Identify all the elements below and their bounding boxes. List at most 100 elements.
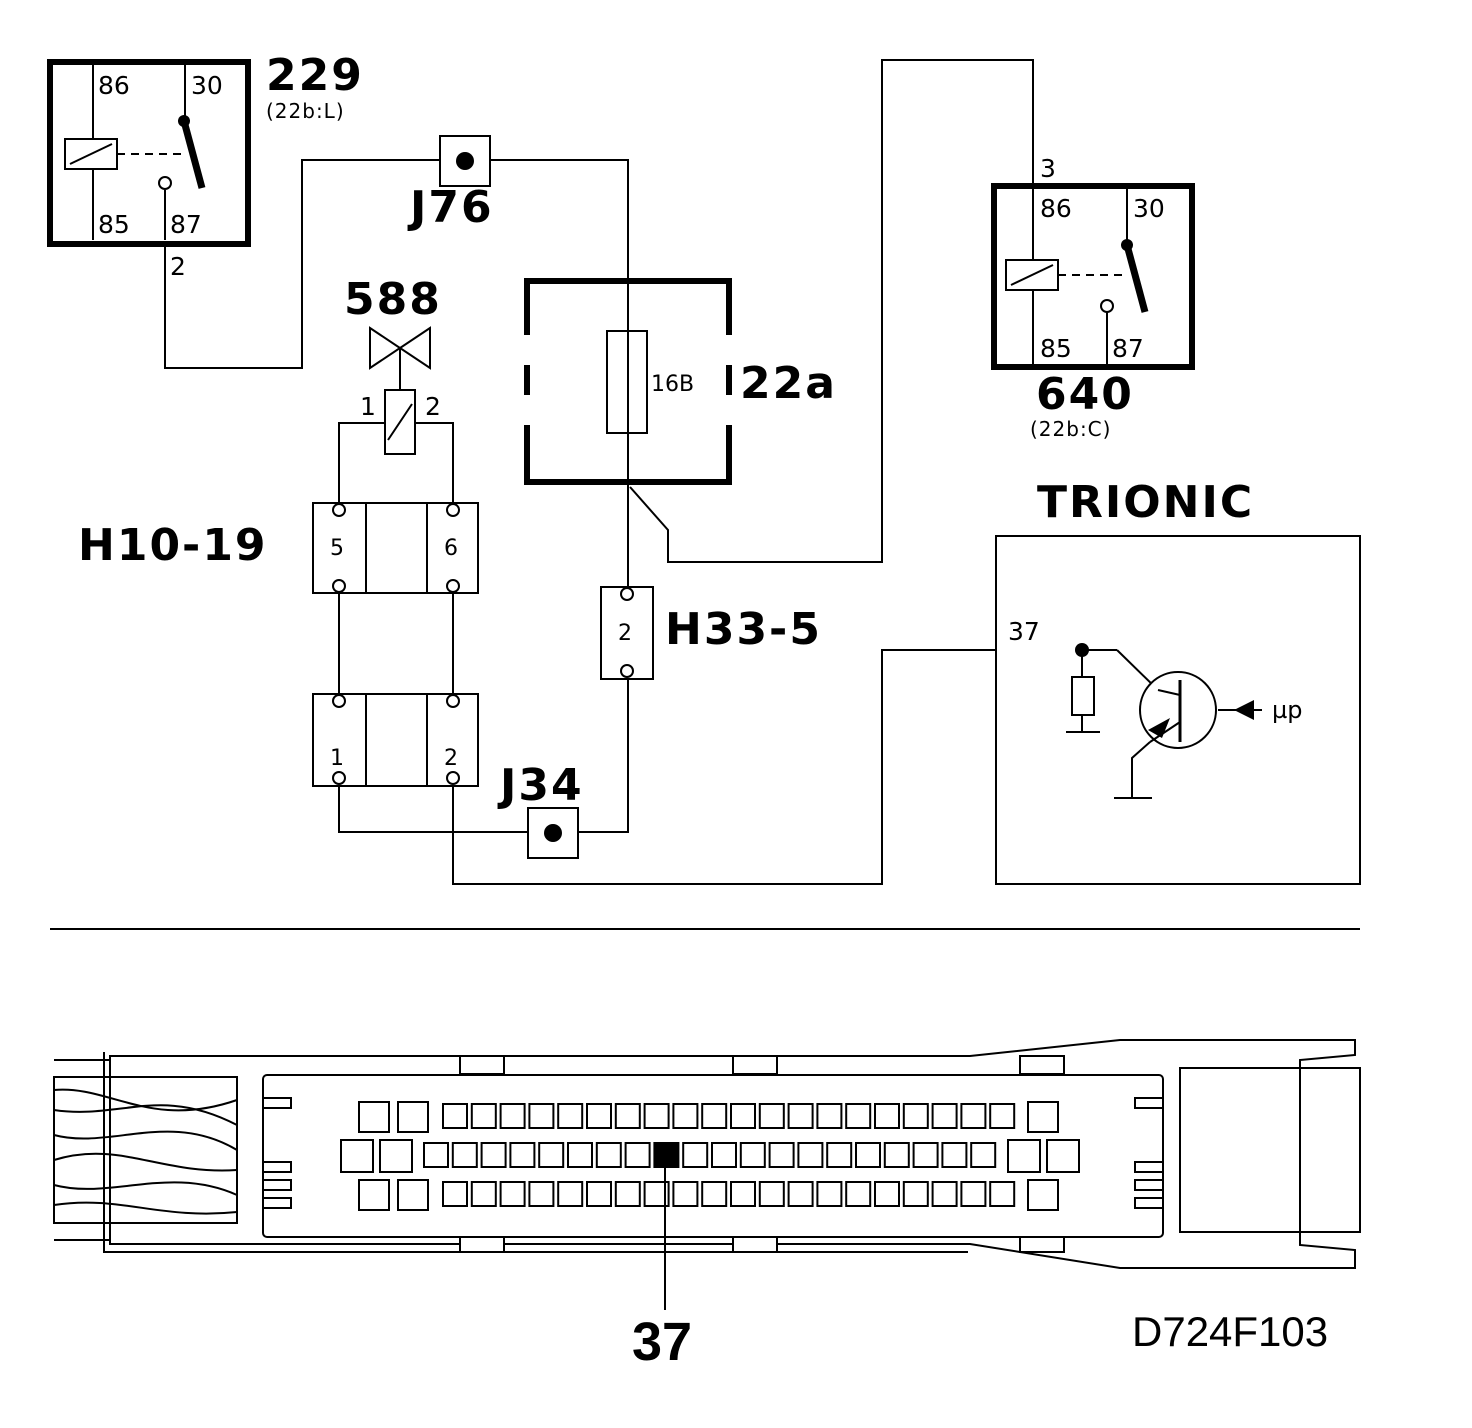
connector-pin: [768, 1142, 795, 1168]
relay-229-pin-87: 87: [170, 210, 202, 239]
connector-pin: [931, 1103, 958, 1129]
connector-pin: [538, 1142, 565, 1168]
ecu-box: [995, 535, 1361, 885]
relay-640-pin-87: 87: [1112, 334, 1144, 363]
relay-229-label: 229: [266, 50, 364, 101]
relay-640-label: 640: [1036, 369, 1134, 420]
connector-pin: [816, 1181, 843, 1207]
connector-pin: [624, 1142, 651, 1168]
junction-j34-label: J34: [497, 760, 584, 811]
connector-pin-large: [1027, 1101, 1059, 1133]
connector-pin: [567, 1142, 593, 1168]
connector-pin: [442, 1103, 468, 1129]
connector-h10-bottom: [312, 693, 479, 787]
connector-pin: [845, 1181, 872, 1207]
connector-pin: [682, 1142, 709, 1168]
relay-229-wire-pin: 2: [170, 252, 186, 281]
connector-pin: [557, 1103, 584, 1129]
connector-pin: [758, 1181, 785, 1207]
connector-pin-large: [1007, 1139, 1041, 1173]
connector-pin: [960, 1181, 987, 1207]
junction-j34: [527, 807, 579, 859]
connector-pin: [595, 1142, 622, 1168]
connector-pin: [701, 1181, 728, 1207]
connector-pin: [643, 1103, 670, 1129]
connector-pin: [931, 1181, 958, 1207]
connector-pin: [557, 1181, 584, 1207]
connector-pin: [758, 1103, 785, 1129]
connector-pin: [912, 1142, 939, 1168]
relay-640-pin-85: 85: [1040, 334, 1072, 363]
document-code: D724F103: [1132, 1308, 1328, 1355]
connector-pin: [586, 1103, 612, 1129]
connector-pin: [874, 1103, 900, 1129]
connector-pin: [941, 1142, 968, 1168]
connector-pin: [701, 1103, 728, 1129]
connector-pin: [442, 1181, 468, 1207]
connector-pin: [960, 1103, 987, 1129]
relay-229-pin-30: 30: [191, 71, 223, 100]
connector-pin: [451, 1142, 478, 1168]
connector-pin-large: [1046, 1139, 1080, 1173]
ecu-input-label: µp: [1272, 696, 1303, 724]
relay-229-ref: (22b:L): [266, 99, 345, 123]
fuse-box-22a: [524, 278, 732, 485]
connector-pin: [855, 1142, 881, 1168]
connector-pin: [730, 1181, 756, 1207]
connector-pin: [480, 1142, 507, 1168]
connector-pin: [672, 1181, 699, 1207]
relay-229-contact: [158, 176, 172, 190]
ecu-transistor: [1139, 671, 1217, 749]
connector-pin-large: [397, 1179, 429, 1211]
connector-pin-large: [358, 1179, 390, 1211]
valve-588-pin-2: 2: [425, 392, 441, 421]
connector-pin: [989, 1181, 1016, 1207]
relay-229-pin-86: 86: [98, 71, 130, 100]
connector-pin: [730, 1103, 756, 1129]
cable-bundle: [53, 1059, 238, 1241]
relay-229-pin-85: 85: [98, 210, 130, 239]
connector-pin: [787, 1103, 814, 1129]
connector-pin: [883, 1142, 910, 1168]
relay-640-ref: (22b:C): [1030, 417, 1111, 441]
relay-640: 86 30 85 87: [991, 183, 1195, 370]
connector-h33: [600, 586, 654, 680]
connector-pin: [739, 1142, 766, 1168]
connector-pin: [845, 1103, 872, 1129]
connector-pin: [470, 1181, 497, 1207]
connector-pin: [970, 1142, 997, 1168]
connector-pin-grid: [340, 1101, 1080, 1211]
relay-640-contact: [1100, 299, 1114, 313]
ecu-pin-37: 37: [1008, 617, 1040, 646]
connector-pin: [614, 1103, 641, 1129]
connector-pin: [989, 1103, 1016, 1129]
valve-588-pin-1: 1: [360, 392, 376, 421]
connector-pin: [614, 1181, 641, 1207]
connector-pin: [509, 1142, 536, 1168]
relay-229: 86 30 85 87: [47, 59, 251, 247]
connector-h10-pin-1: 1: [330, 746, 344, 771]
connector-h10-pin-6: 6: [444, 536, 458, 561]
connector-pin: [528, 1181, 555, 1207]
connector-pin: [672, 1103, 699, 1129]
relay-640-wire-pin: 3: [1040, 154, 1056, 183]
connector-pin: [499, 1181, 526, 1207]
connector-highlight-pin-label: 37: [632, 1312, 692, 1372]
ecu-input-arrow-icon: [1234, 700, 1254, 720]
relay-640-pin-30: 30: [1133, 194, 1165, 223]
connector-pin: [816, 1103, 843, 1129]
connector-pin: [797, 1142, 824, 1168]
connector-pin: [826, 1142, 853, 1168]
connector-h33-pin: 2: [618, 621, 632, 646]
connector-h10-label: H10-19: [78, 520, 268, 571]
connector-pin: [499, 1103, 526, 1129]
junction-j76: [439, 135, 491, 187]
valve-588: [369, 326, 431, 455]
connector-pin: [586, 1181, 612, 1207]
connector-h10-pin-2: 2: [444, 746, 458, 771]
fuse-box-22a-label: 22a: [740, 358, 837, 409]
connector-pin: [902, 1103, 929, 1129]
connector-pin: [470, 1103, 497, 1129]
connector-pin-large: [397, 1101, 429, 1133]
ecu-connector-view: [53, 1039, 1361, 1310]
